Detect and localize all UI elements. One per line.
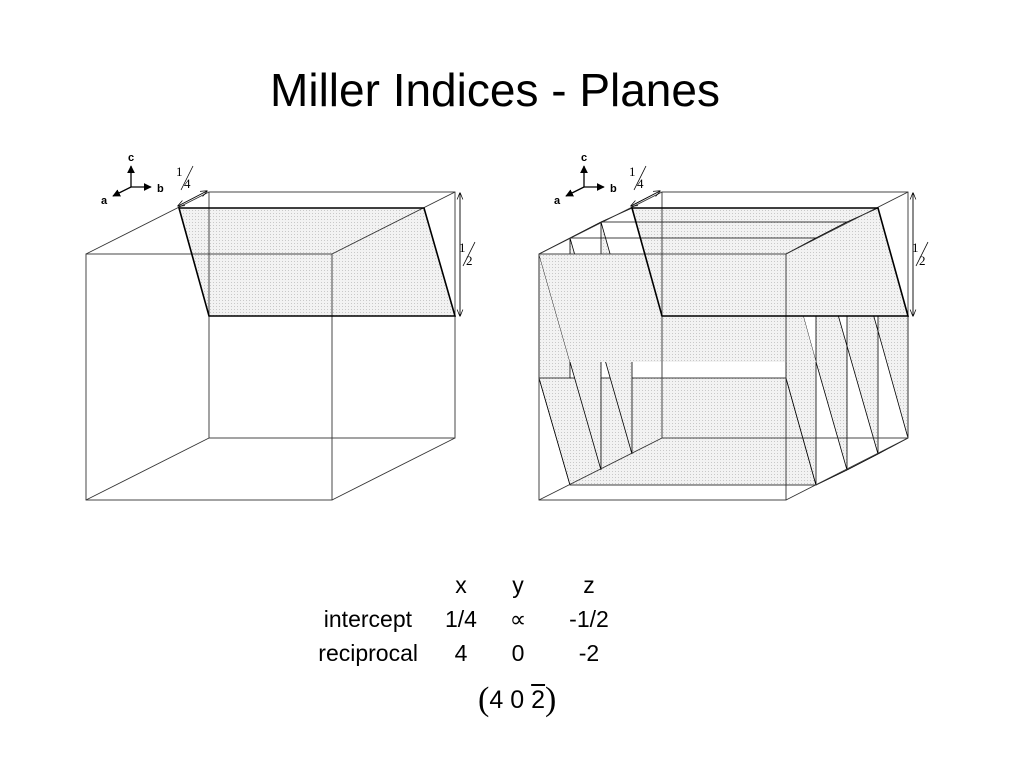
right-quarter-dimension: 1 4 [629,164,660,206]
header-x: x [455,572,467,598]
right-plane-family [538,207,909,486]
open-paren: ( [478,681,490,718]
left-side-den: 2 [466,253,473,268]
reciprocal-x: 4 [454,640,468,666]
right-top-num: 1 [629,164,636,179]
right-side-num: 1 [912,240,919,255]
left-top-den: 4 [184,176,191,191]
left-side-num: 1 [459,240,466,255]
intercept-y: ∝ [509,606,527,632]
miller-k: 0 [510,686,525,714]
right-half-dimension: 1 2 [912,193,929,316]
row-label-reciprocal: reciprocal [318,640,418,666]
axis-b-label: b [157,183,164,195]
left-top-num: 1 [176,164,183,179]
header-y: y [512,572,524,598]
axis-b-label-right: b [610,183,617,195]
axis-a-label-right: a [554,195,561,207]
right-top-den: 4 [637,176,644,191]
page-title: Miller Indices - Planes [270,64,720,116]
left-plane [179,208,455,316]
reciprocal-y: 0 [511,640,525,666]
header-z: z [583,572,595,598]
left-quarter-dimension: 1 4 [176,164,207,206]
intercept-x: 1/4 [445,606,477,632]
miller-l-overbar: 2 [531,686,546,714]
right-axes-icon: c b a [554,152,617,207]
close-paren: ) [545,681,557,718]
miller-h: 4 [489,686,504,714]
axis-a-label: a [101,195,108,207]
right-side-den: 2 [919,253,926,268]
axis-c-label: c [128,152,134,164]
axis-c-label-right: c [581,152,587,164]
intercept-z: -1/2 [569,606,609,632]
row-label-intercept: intercept [323,606,412,632]
left-half-dimension: 1 2 [459,193,476,316]
left-cube: c b a 1 4 1 2 [85,152,476,501]
left-axes-icon: c b a [101,152,164,207]
reciprocal-z: -2 [578,640,600,666]
right-cube: c b a 1 4 1 2 [538,152,929,501]
